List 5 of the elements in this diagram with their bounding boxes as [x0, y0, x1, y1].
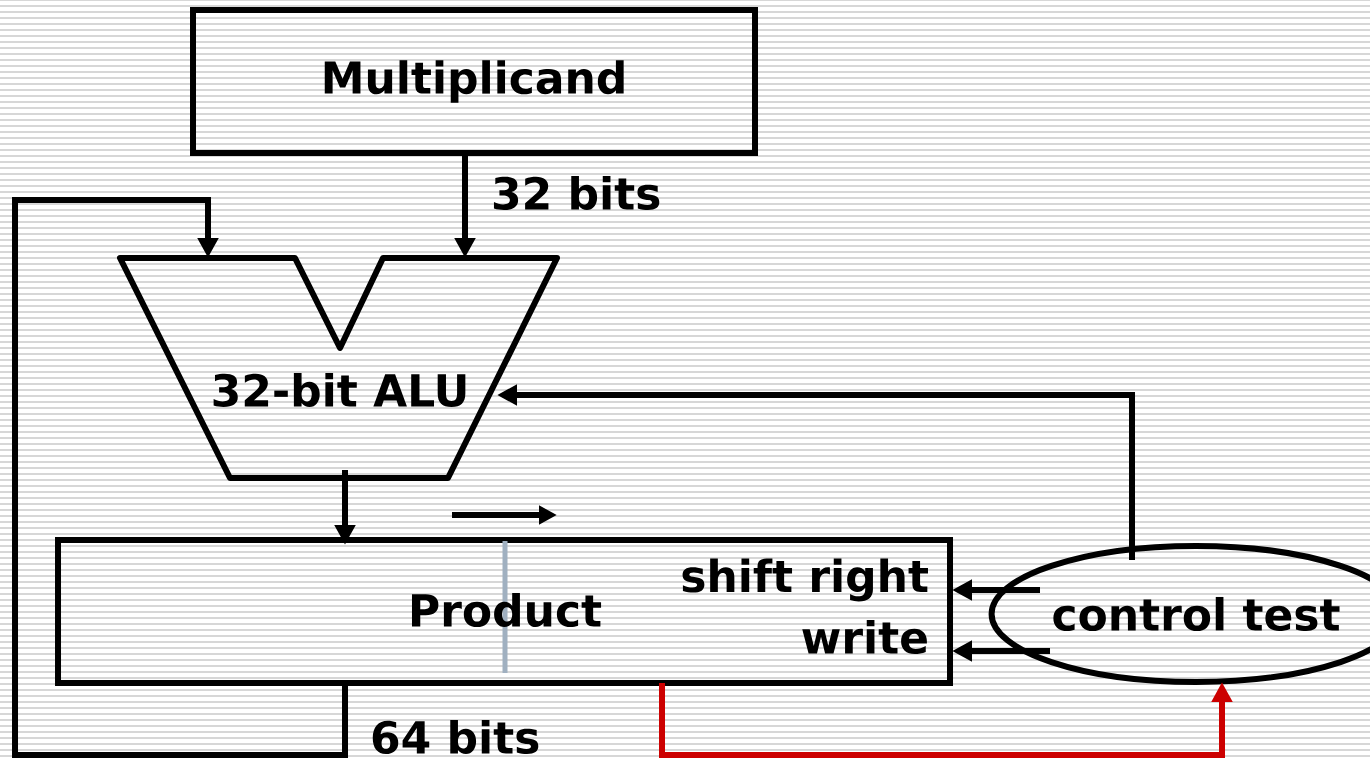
edge-label: 32 bits — [493, 175, 660, 210]
register-box: Product shift right write — [55, 537, 953, 686]
register-box: Multiplicand — [190, 7, 758, 156]
edge-label: 64 bits — [372, 719, 539, 754]
arrow — [12, 197, 348, 758]
